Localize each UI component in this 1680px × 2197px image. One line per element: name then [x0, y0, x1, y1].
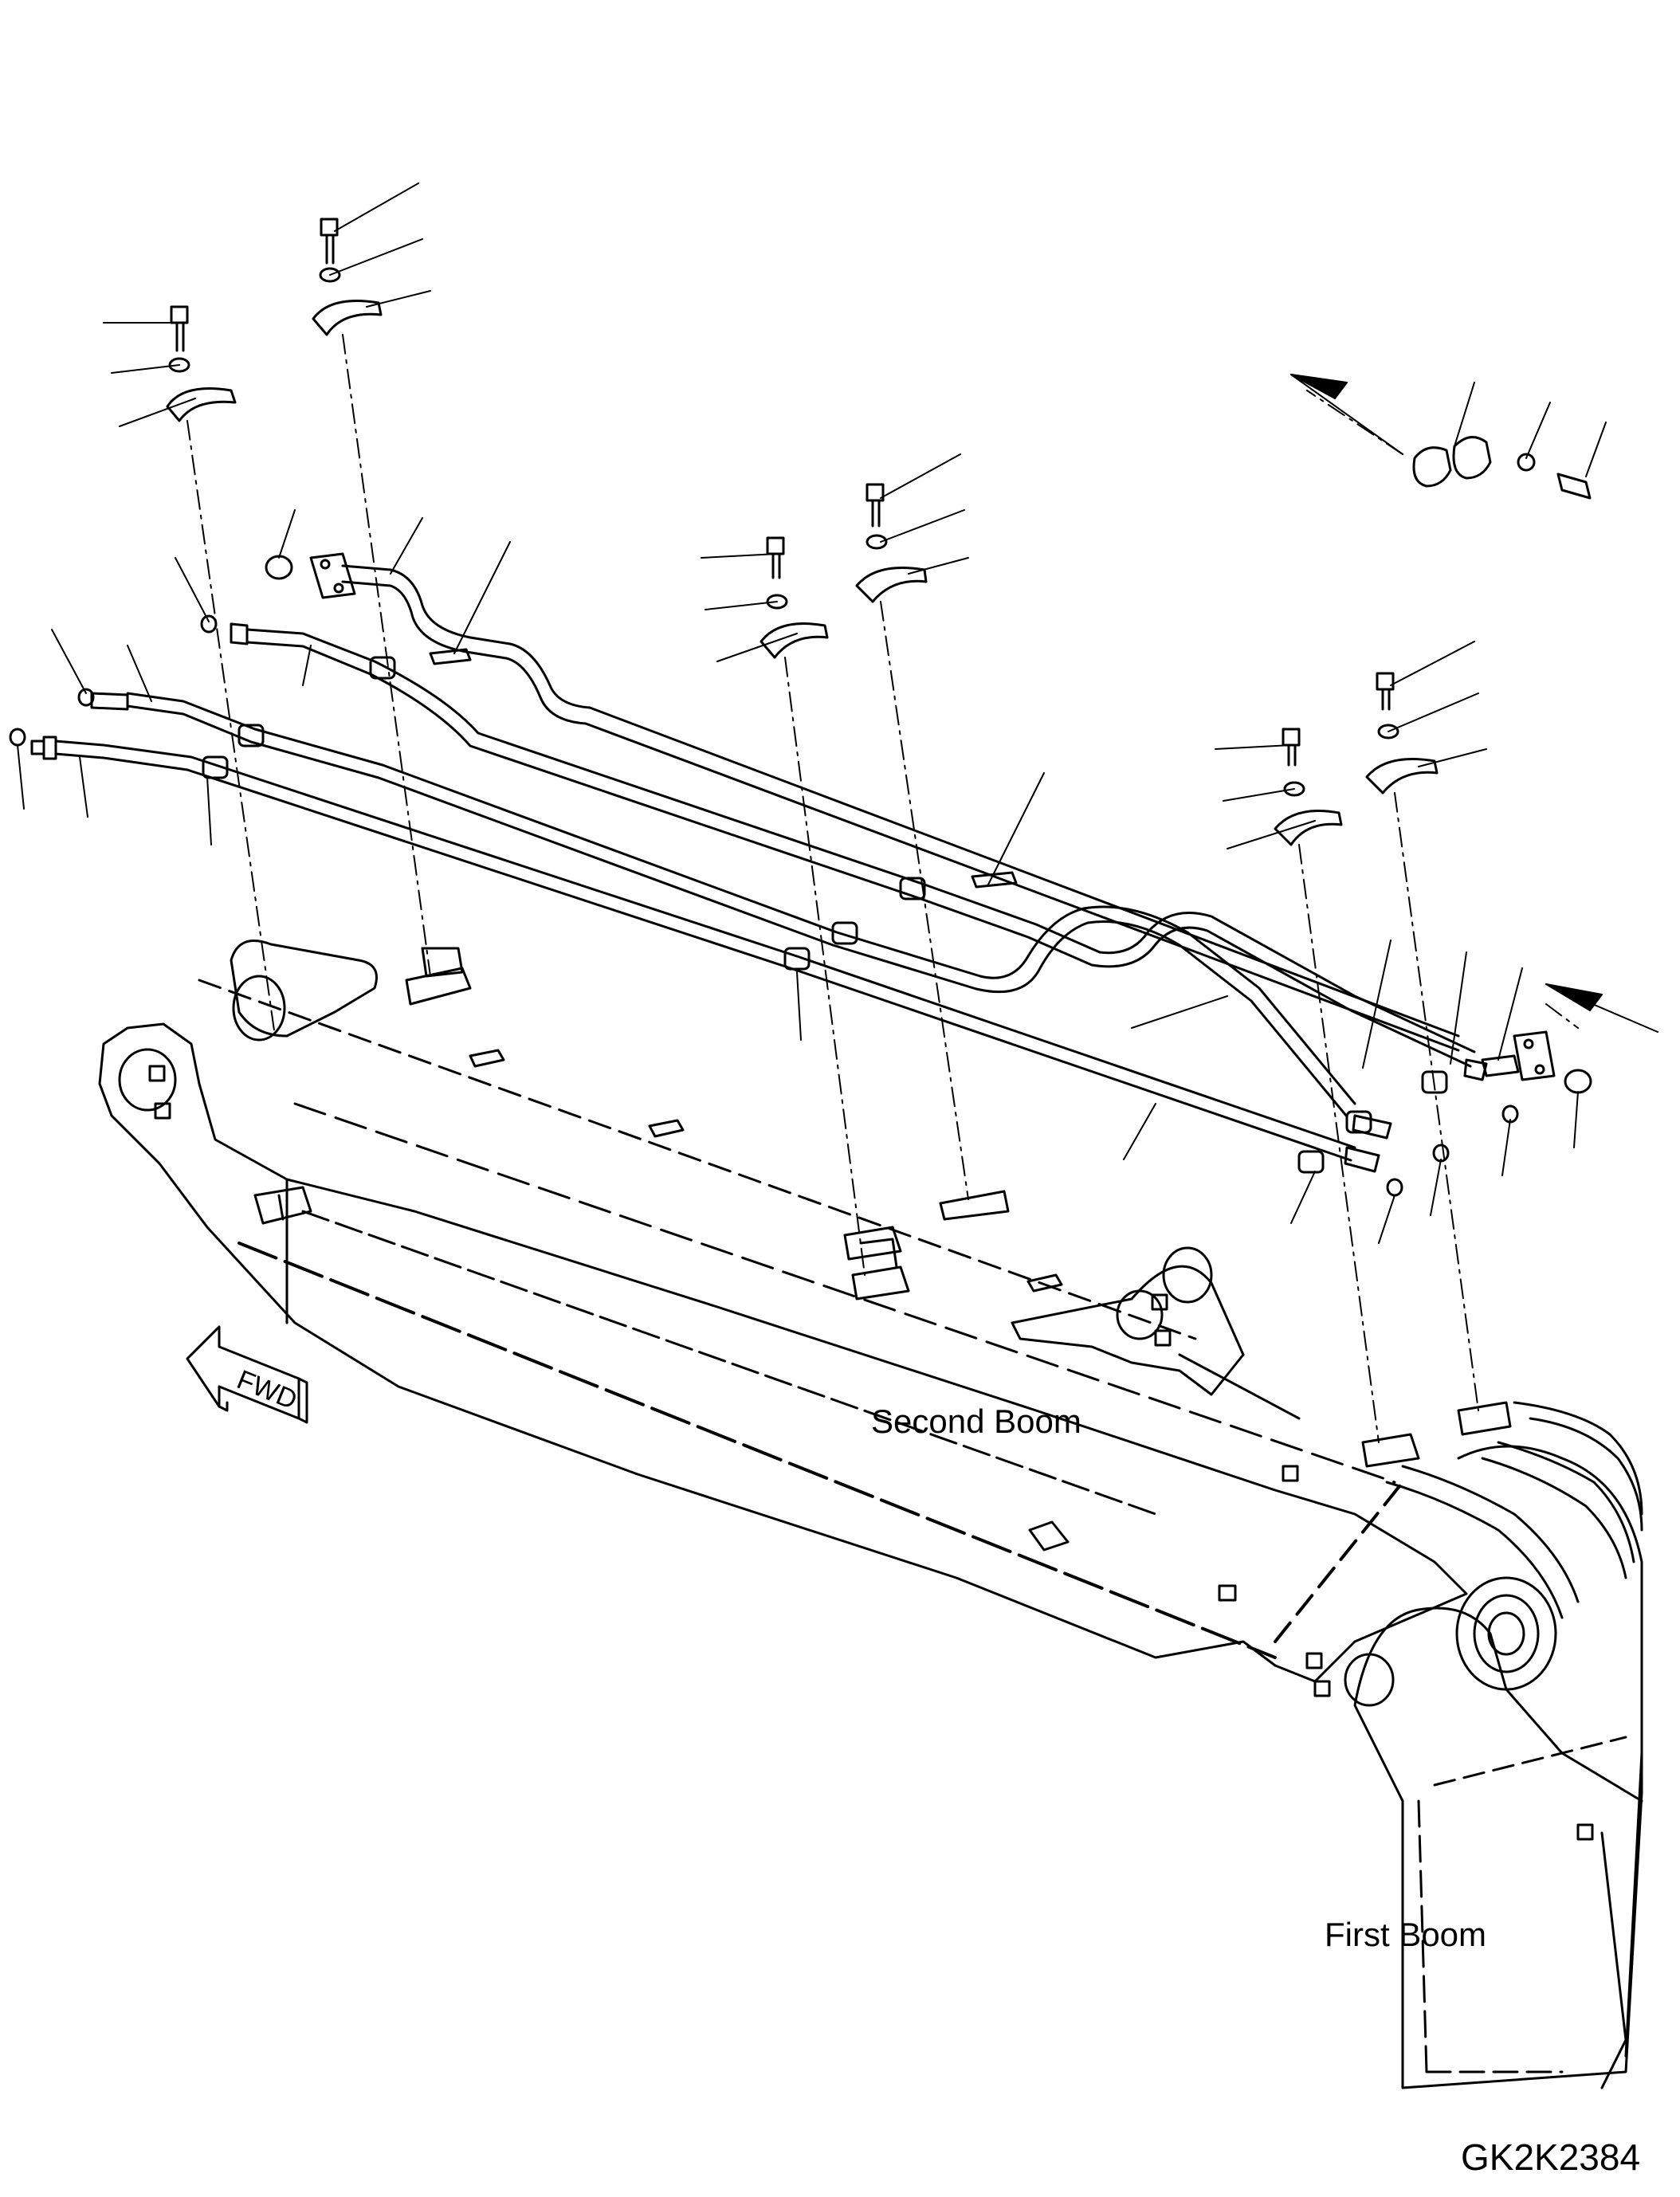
direction-arrows: [1290, 374, 1658, 1033]
first-boom-body: [1305, 1401, 1643, 2089]
first-boom-label: First Boom: [1325, 1916, 1487, 1953]
second-boom-label: Second Boom: [871, 1403, 1081, 1440]
hydraulic-pipes: [30, 552, 1556, 1174]
fwd-label: FWD: [233, 1364, 301, 1415]
second-boom-body: [98, 940, 1512, 1683]
leader-lines: [17, 182, 1607, 1244]
drawing-code: GK2K2384: [1461, 2136, 1641, 2178]
clamp-assemblies: [166, 218, 1592, 846]
o-rings: [9, 555, 1592, 1197]
fwd-arrow-icon: [186, 1325, 308, 1424]
